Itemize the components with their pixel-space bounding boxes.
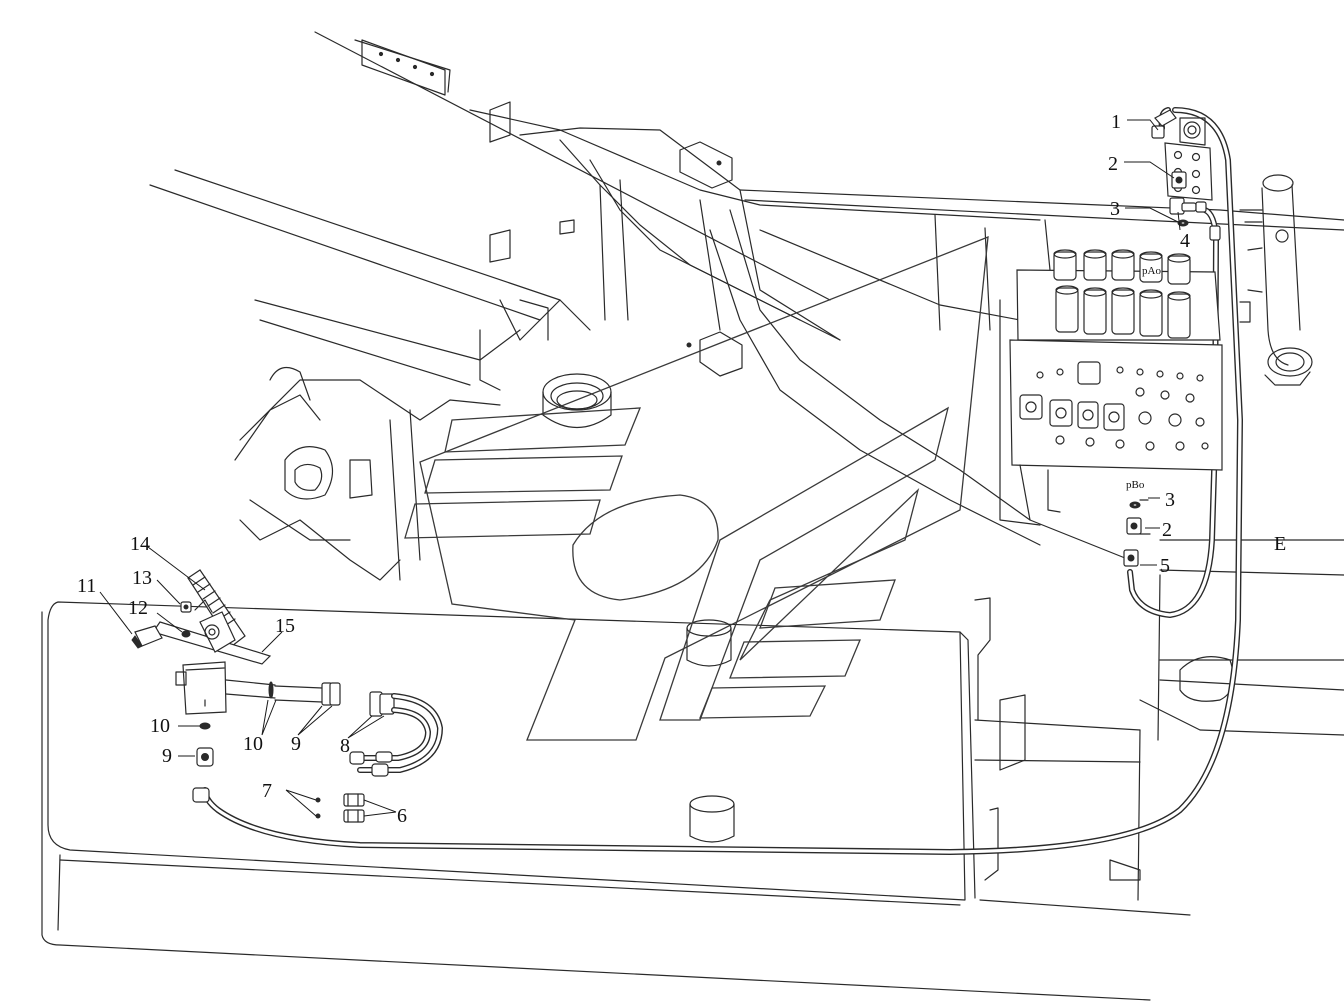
callout-10-right: 10 <box>243 733 263 755</box>
callout-7: 7 <box>262 780 272 802</box>
callout-2-upper: 2 <box>1108 153 1118 175</box>
callout-11: 11 <box>77 575 96 597</box>
callout-3-lower: 3 <box>1165 489 1175 511</box>
callout-4: 4 <box>1180 230 1190 252</box>
port-label-pBo: pBo <box>1126 479 1145 491</box>
pilot-fittings <box>1123 109 1221 567</box>
valve-face-ports <box>1019 361 1209 451</box>
callout-13: 13 <box>132 567 152 589</box>
callout-8: 8 <box>340 735 350 757</box>
chassis-outline <box>149 31 1344 916</box>
callout-2-lower: 2 <box>1162 519 1172 541</box>
callout-12: 12 <box>128 597 148 619</box>
edge-label-e: E <box>1274 533 1286 555</box>
watermark-logo <box>404 236 989 741</box>
callout-9-right: 9 <box>291 733 301 755</box>
callout-9-left: 9 <box>162 745 172 767</box>
callout-5: 5 <box>1160 555 1170 577</box>
long-pilot-hose <box>202 107 1243 855</box>
callout-leaders <box>99 119 1181 817</box>
main-control-valve <box>1009 249 1223 521</box>
callout-14: 14 <box>130 533 150 555</box>
right-pipe-elbow <box>1239 174 1313 386</box>
port-labels: pAo pBo E <box>1126 265 1286 555</box>
callout-10-left: 10 <box>150 715 170 737</box>
pilot-hose-port4 <box>1127 207 1219 618</box>
callout-3-upper: 3 <box>1110 198 1120 220</box>
port-label-pAo: pAo <box>1142 265 1161 277</box>
callout-15: 15 <box>275 615 295 637</box>
valve-spools <box>1053 249 1191 339</box>
callout-1: 1 <box>1111 111 1121 133</box>
callout-6: 6 <box>397 805 407 827</box>
callout-numbers: 1 2 3 4 3 2 5 14 13 11 12 15 10 10 9 9 8… <box>77 111 1190 827</box>
pedal-valve-assembly <box>131 569 443 823</box>
